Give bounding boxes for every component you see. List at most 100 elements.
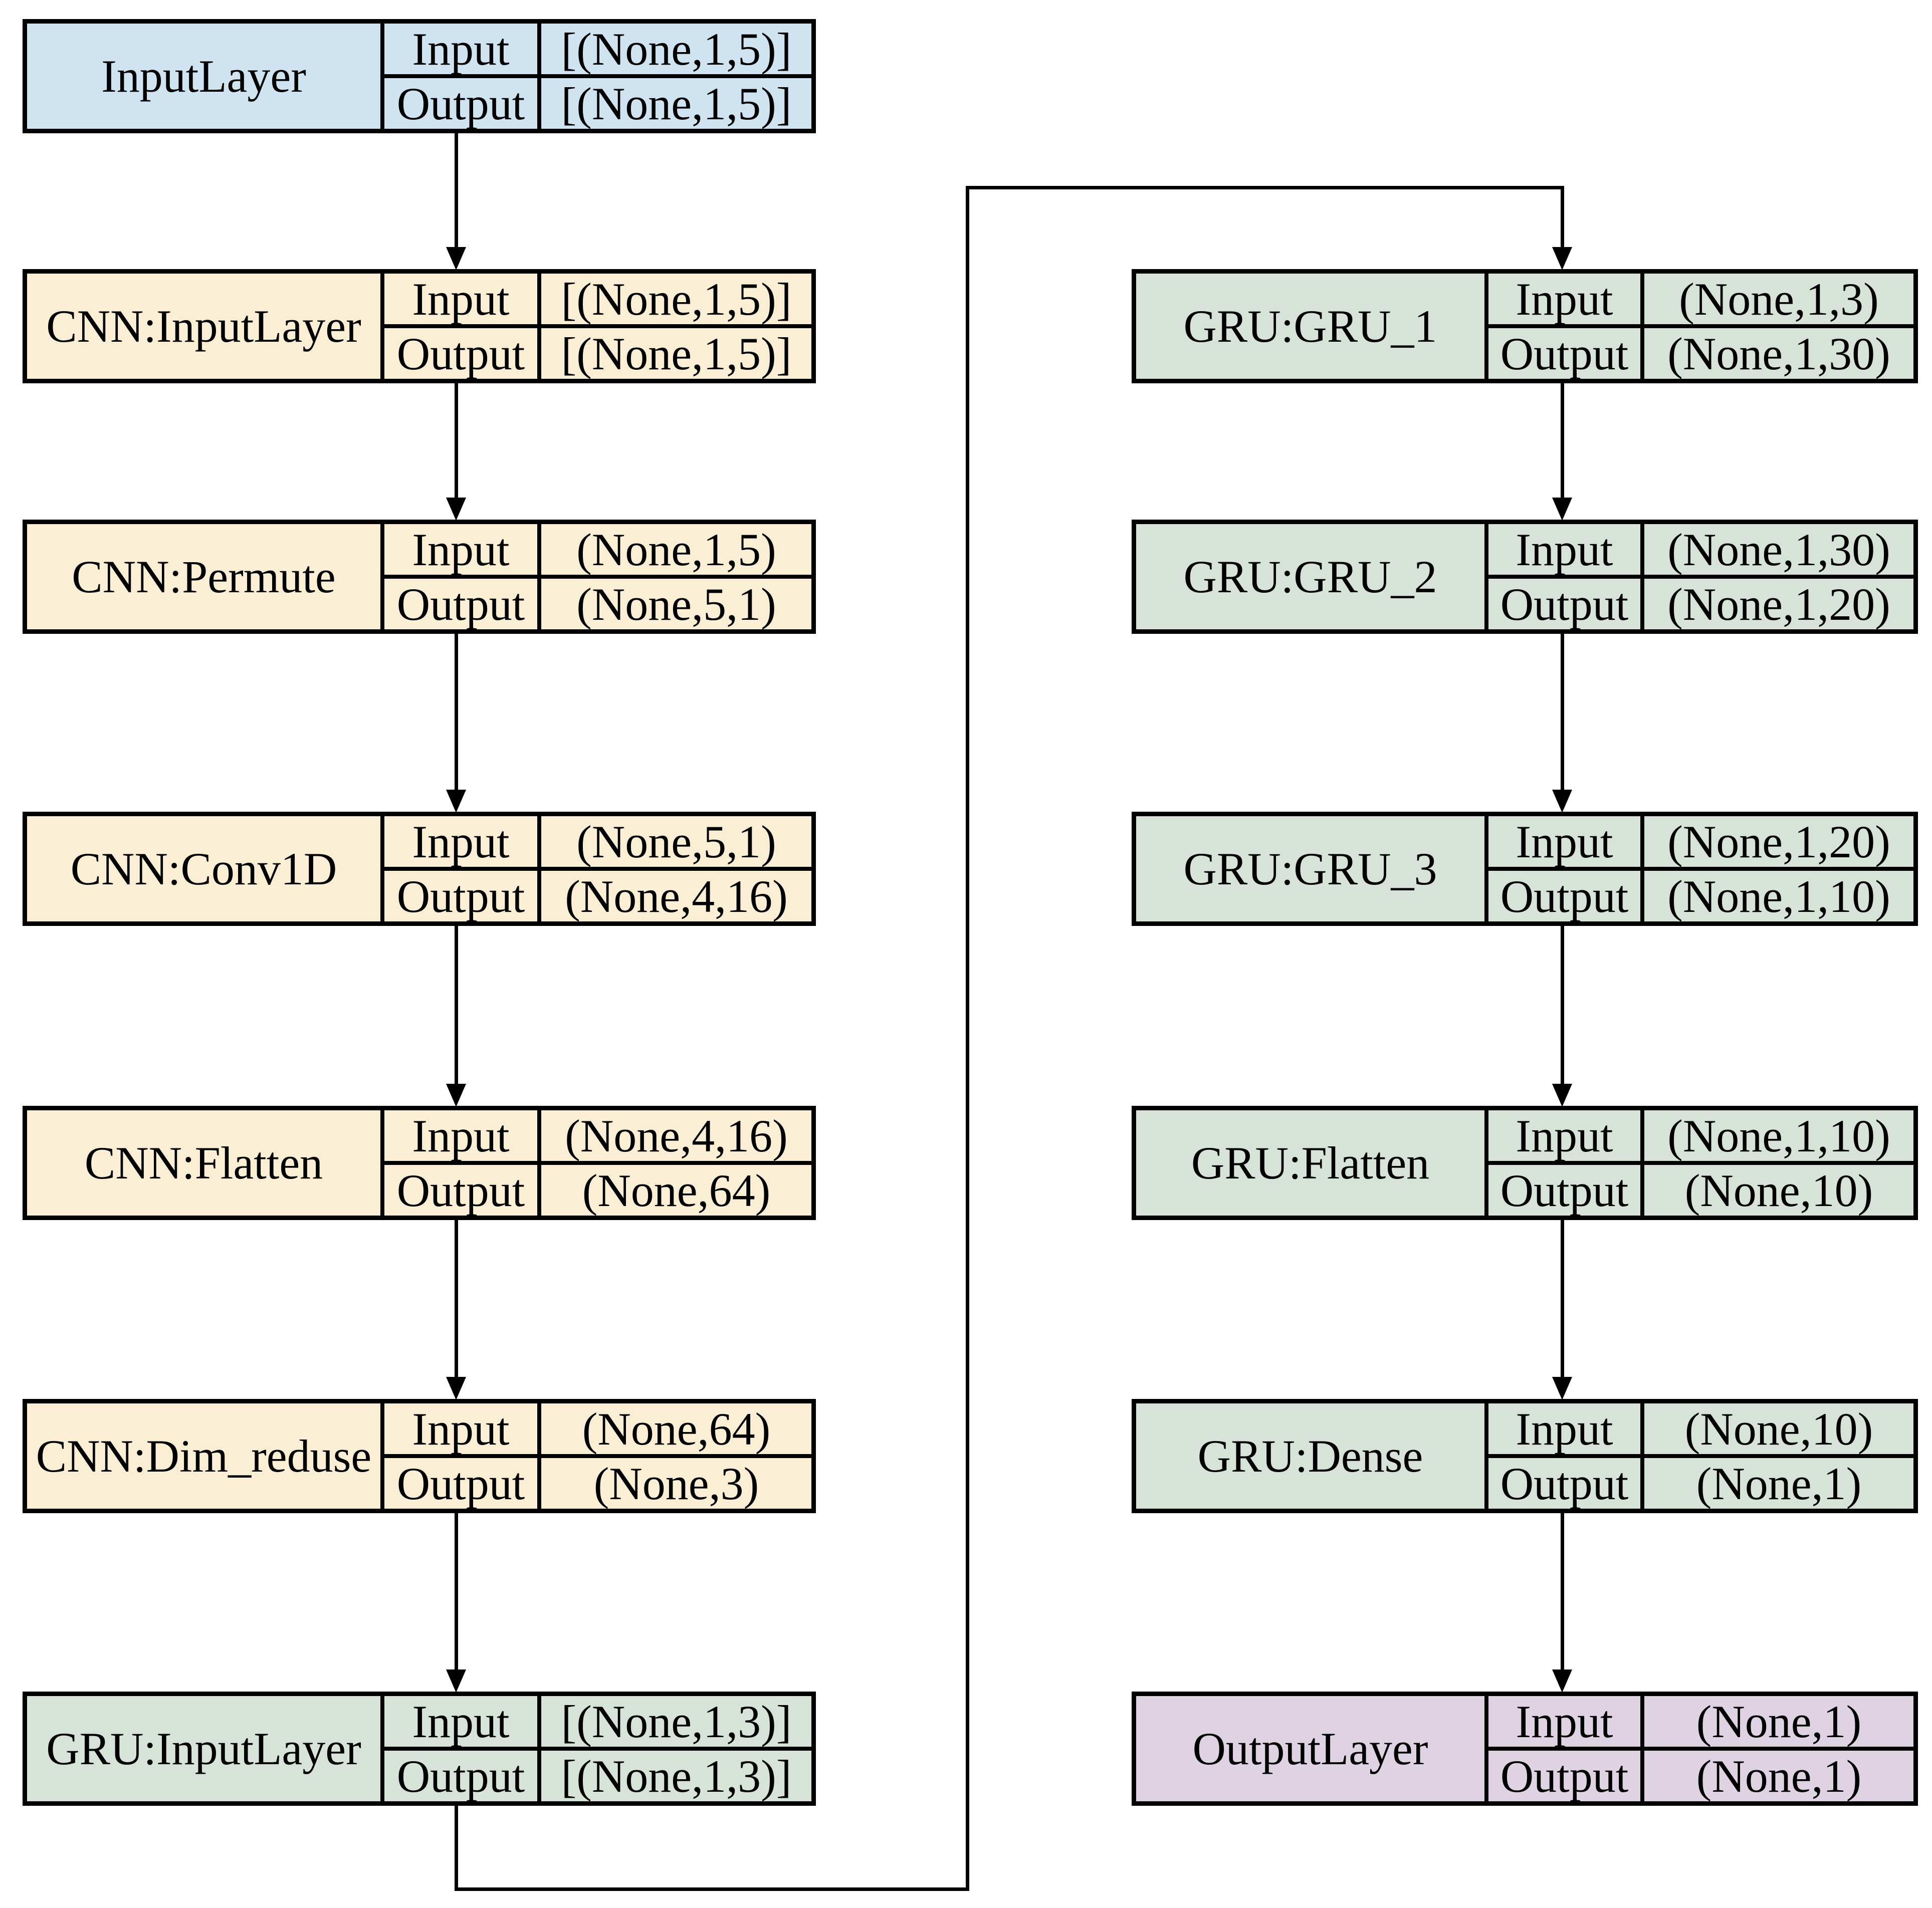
layer-title: OutputLayer: [1136, 1696, 1484, 1801]
input-shape-value: [(None,1,3)]: [541, 1696, 811, 1747]
output-row-label: Output: [1488, 328, 1640, 379]
input-row-label: Input: [384, 1110, 537, 1161]
input-row-label: Input: [1488, 274, 1640, 324]
input-shape-value: (None,5,1): [541, 816, 811, 867]
output-row-label: Output: [1488, 1165, 1640, 1216]
edge-line: [454, 925, 458, 1084]
layer-title: CNN:Permute: [27, 524, 380, 629]
edge-line: [454, 382, 458, 498]
arrowhead-down-icon: [446, 1377, 466, 1400]
input-shape-value: (None,1,30): [1644, 524, 1913, 575]
output-shape-value: (None,5,1): [541, 579, 811, 629]
output-shape-value: [(None,1,3)]: [541, 1751, 811, 1801]
output-row-label: Output: [1488, 579, 1640, 629]
input-row-label: Input: [1488, 1696, 1640, 1747]
layer-title: InputLayer: [27, 24, 380, 129]
arrowhead-down-icon: [446, 1084, 466, 1107]
layer-title: GRU:GRU_1: [1136, 274, 1484, 379]
edge-line: [1560, 633, 1564, 790]
edge-line: [965, 185, 1564, 189]
layer-title: CNN:Flatten: [27, 1110, 380, 1216]
input-row-label: Input: [1488, 524, 1640, 575]
output-shape-value: (None,1,20): [1644, 579, 1913, 629]
layer-title: GRU:GRU_3: [1136, 816, 1484, 921]
edge-line: [454, 1512, 458, 1670]
input-shape-value: [(None,1,5)]: [541, 274, 811, 324]
arrowhead-down-icon: [1552, 498, 1572, 521]
output-row-label: Output: [384, 328, 537, 379]
input-row-label: Input: [384, 524, 537, 575]
output-row-label: Output: [384, 1165, 537, 1216]
arrowhead-down-icon: [1552, 1084, 1572, 1107]
edge-line: [1560, 382, 1564, 498]
input-shape-value: (None,4,16): [541, 1110, 811, 1161]
output-row-label: Output: [1488, 1751, 1640, 1801]
input-row-label: Input: [1488, 1110, 1640, 1161]
edge-line: [1560, 1512, 1564, 1670]
edge-line: [1560, 187, 1564, 247]
output-row-label: Output: [384, 1458, 537, 1509]
edge-line: [1560, 925, 1564, 1084]
input-shape-value: [(None,1,5)]: [541, 24, 811, 74]
input-row-label: Input: [384, 816, 537, 867]
arrowhead-down-icon: [446, 790, 466, 813]
output-row-label: Output: [1488, 1458, 1640, 1509]
arrowhead-down-icon: [1552, 1377, 1572, 1400]
arrowhead-down-icon: [1552, 247, 1572, 270]
input-shape-value: (None,1,20): [1644, 816, 1913, 867]
input-shape-value: (None,1,3): [1644, 274, 1913, 324]
layer-title: CNN:Dim_reduse: [27, 1403, 380, 1509]
arrowhead-down-icon: [446, 498, 466, 521]
edge-line: [454, 132, 458, 247]
output-row-label: Output: [1488, 871, 1640, 921]
output-shape-value: (None,1): [1644, 1751, 1913, 1801]
input-row-label: Input: [1488, 816, 1640, 867]
arrowhead-down-icon: [1552, 1670, 1572, 1693]
output-shape-value: [(None,1,5)]: [541, 328, 811, 379]
edge-line: [454, 1219, 458, 1377]
input-shape-value: (None,1,10): [1644, 1110, 1913, 1161]
layer-title: GRU:Dense: [1136, 1403, 1484, 1509]
input-shape-value: (None,1,5): [541, 524, 811, 575]
input-row-label: Input: [384, 1696, 537, 1747]
arrowhead-down-icon: [446, 247, 466, 270]
output-shape-value: (None,4,16): [541, 871, 811, 921]
input-shape-value: (None,10): [1644, 1403, 1913, 1454]
output-shape-value: (None,1,10): [1644, 871, 1913, 921]
output-shape-value: (None,1,30): [1644, 328, 1913, 379]
output-shape-value: (None,3): [541, 1458, 811, 1509]
output-row-label: Output: [384, 579, 537, 629]
edge-line: [454, 1805, 458, 1889]
layer-title: GRU:GRU_2: [1136, 524, 1484, 629]
output-row-label: Output: [384, 871, 537, 921]
input-row-label: Input: [1488, 1403, 1640, 1454]
output-shape-value: (None,10): [1644, 1165, 1913, 1216]
input-row-label: Input: [384, 24, 537, 74]
input-row-label: Input: [384, 1403, 537, 1454]
output-shape-value: [(None,1,5)]: [541, 78, 811, 129]
edge-line: [1560, 1219, 1564, 1377]
edge-line: [965, 187, 969, 1889]
edge-line: [454, 1887, 969, 1891]
input-row-label: Input: [384, 274, 537, 324]
layer-title: CNN:Conv1D: [27, 816, 380, 921]
layer-title: CNN:InputLayer: [27, 274, 380, 379]
edge-line: [454, 633, 458, 790]
output-row-label: Output: [384, 1751, 537, 1801]
layer-title: GRU:InputLayer: [27, 1696, 380, 1801]
output-shape-value: (None,64): [541, 1165, 811, 1216]
